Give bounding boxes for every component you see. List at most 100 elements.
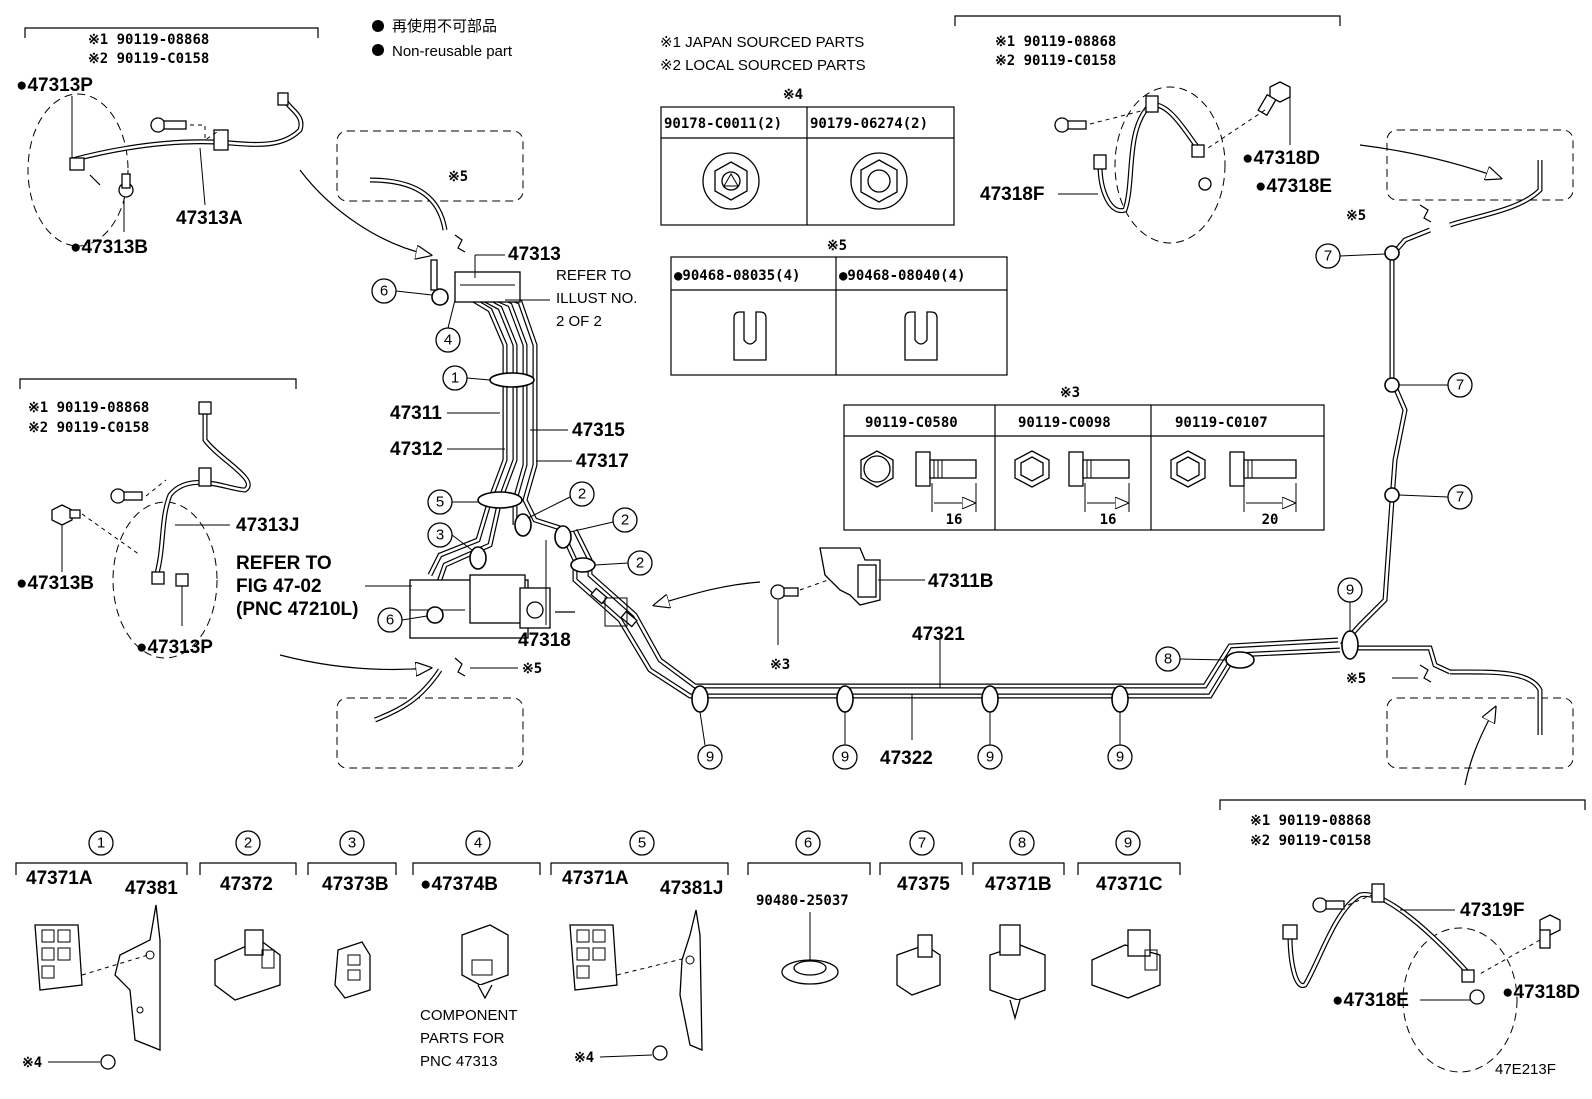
bolt-icon-5 xyxy=(1054,117,1087,133)
refer1-line2: ILLUST NO. xyxy=(556,290,637,307)
brake-actuator-block xyxy=(409,574,575,639)
bottom-callout-8: 8 xyxy=(1018,835,1026,852)
clamp-multi-icon xyxy=(34,924,83,991)
wheel-box-rl: ※5 xyxy=(336,657,542,769)
callout-8: 8 xyxy=(1164,651,1172,668)
clamp-multi-icon-2 xyxy=(569,924,618,991)
mark5-right-bottom: ※5 xyxy=(1346,671,1366,687)
bolt-hex-icon xyxy=(1014,450,1130,488)
table3-dim2: 16 xyxy=(1100,512,1117,528)
bottom-part-47372: 47372 xyxy=(220,874,273,895)
br-p1: 47319F xyxy=(1460,900,1524,921)
bottom-callout-3: 3 xyxy=(348,835,356,852)
bottom-callout-1: 1 xyxy=(97,835,105,852)
callout-9e: 9 xyxy=(1346,582,1354,599)
bracket-plate-icon-2 xyxy=(679,909,703,1051)
flange-nut-icon xyxy=(702,152,760,210)
bottom-part-47373b: 47373B xyxy=(322,874,389,895)
clamp-single-icon xyxy=(896,934,941,996)
refer1-line3: 2 OF 2 xyxy=(556,313,602,330)
label-47315: 47315 xyxy=(572,420,625,441)
refer2-line1: REFER TO xyxy=(236,553,332,574)
tl-p1: ●47313P xyxy=(16,75,93,96)
bottom-callout-5: 5 xyxy=(638,835,646,852)
bottom-callout-9: 9 xyxy=(1124,835,1132,852)
callout-7c: 7 xyxy=(1456,489,1464,506)
bottom-part-47375: 47375 xyxy=(897,874,950,895)
hex-nut-icon xyxy=(850,152,908,210)
tr-p3: ●47318E xyxy=(1255,176,1332,197)
tr-p2: 47318F xyxy=(980,184,1044,205)
label-47311: 47311 xyxy=(390,403,442,424)
bottom-part-47371c: 47371C xyxy=(1096,874,1163,895)
bracket-47311b xyxy=(770,547,925,645)
table3-dim3: 20 xyxy=(1262,512,1279,528)
callout-4: 4 xyxy=(444,332,452,349)
tr-bolt1: ※1 90119-08868 xyxy=(995,34,1116,50)
tl-p2: 47313A xyxy=(176,208,243,229)
bolt-icon xyxy=(150,117,187,133)
table4-col1: 90178-C0011(2) xyxy=(664,116,782,132)
ml-p2: 47313J xyxy=(236,515,299,536)
bolt-icon-4 xyxy=(51,504,81,526)
component-line3: PNC 47313 xyxy=(420,1053,498,1070)
legend-en: Non-reusable part xyxy=(392,43,513,60)
br-p2: ●47318E xyxy=(1332,990,1409,1011)
bottom-part-47371a-b: 47371A xyxy=(562,868,629,889)
callout-2c: 2 xyxy=(636,555,644,572)
bolt-icon-8 xyxy=(1539,914,1561,949)
callout-9a: 9 xyxy=(706,749,714,766)
note-local-sourced: ※2 LOCAL SOURCED PARTS xyxy=(660,57,866,74)
tl-p3: ●47313B xyxy=(70,237,148,258)
legend-jp: 再使用不可部品 xyxy=(392,18,497,35)
ml-p3: ●47313P xyxy=(136,637,213,658)
bottom-part-47371b: 47371B xyxy=(985,874,1052,895)
bottom-callout-6: 6 xyxy=(804,835,812,852)
label-47321: 47321 xyxy=(912,624,965,645)
component-line2: PARTS FOR xyxy=(420,1030,505,1047)
group-mid-left: ※1 90119-08868 ※2 90119-C0158 ●47313B 47… xyxy=(16,378,299,659)
bottom-parts-row: 1 47371A 47381 ※4 2 47372 3 47373B 4 ●47… xyxy=(15,830,1181,1071)
legend: 再使用不可部品 Non-reusable part xyxy=(372,18,513,60)
note-japan-sourced: ※1 JAPAN SOURCED PARTS xyxy=(660,34,864,51)
wheel-box-fl: ※5 xyxy=(336,130,524,253)
label-mark3: ※3 xyxy=(770,657,790,673)
bolt-icon-3 xyxy=(110,488,143,504)
bracket-plate-icon xyxy=(114,904,161,1051)
bottom-part-90480: 90480-25037 xyxy=(756,893,849,909)
grommet-icon xyxy=(781,959,839,985)
component-line1: COMPONENT xyxy=(420,1007,518,1024)
wheel-box-fr xyxy=(1386,129,1574,228)
bottom-callout-7: 7 xyxy=(918,835,926,852)
clip-u-icon-2 xyxy=(904,311,938,361)
callout-9b: 9 xyxy=(841,749,849,766)
table4-col2: 90179-06274(2) xyxy=(810,116,928,132)
bottom-callout-4: 4 xyxy=(474,835,482,852)
callout-9c: 9 xyxy=(986,749,994,766)
callout-circles: 6 4 1 5 3 6 2 2 2 9 9 9 9 8 9 7 7 7 xyxy=(371,243,1473,770)
group-top-left: ※1 90119-08868 ※2 90119-C0158 ●47313P 47… xyxy=(16,27,319,258)
bolt-icon-6 xyxy=(1257,81,1291,117)
bolt-icon-2 xyxy=(118,173,134,198)
label-47311b: 47311B xyxy=(928,571,994,592)
table-note5: ※5 ●90468-08035(4) ●90468-08040(4) xyxy=(670,238,1008,376)
table5-mark: ※5 xyxy=(827,238,847,254)
refer2-line3: (PNC 47210L) xyxy=(236,599,359,620)
main-labels: 47313 REFER TO ILLUST NO. 2 OF 2 47311 4… xyxy=(236,208,1556,1078)
table3-dim1: 16 xyxy=(946,512,963,528)
mark5-right-top: ※5 xyxy=(1346,208,1366,224)
clamp-double-icon xyxy=(214,929,281,1001)
table3-col3: 90119-C0107 xyxy=(1175,415,1268,431)
callout-9d: 9 xyxy=(1116,749,1124,766)
br-bolt2: ※2 90119-C0158 xyxy=(1250,833,1371,849)
clamp-triple-icon xyxy=(1091,929,1161,999)
clamp-tall-icon xyxy=(989,924,1046,1021)
br-p3: ●47318D xyxy=(1502,982,1580,1003)
mark5-top: ※5 xyxy=(448,169,468,185)
callout-7b: 7 xyxy=(1456,377,1464,394)
callout-2a: 2 xyxy=(578,486,586,503)
label-47318: 47318 xyxy=(518,630,571,651)
mark4-left: ※4 xyxy=(22,1055,42,1071)
label-47313: 47313 xyxy=(508,244,561,265)
